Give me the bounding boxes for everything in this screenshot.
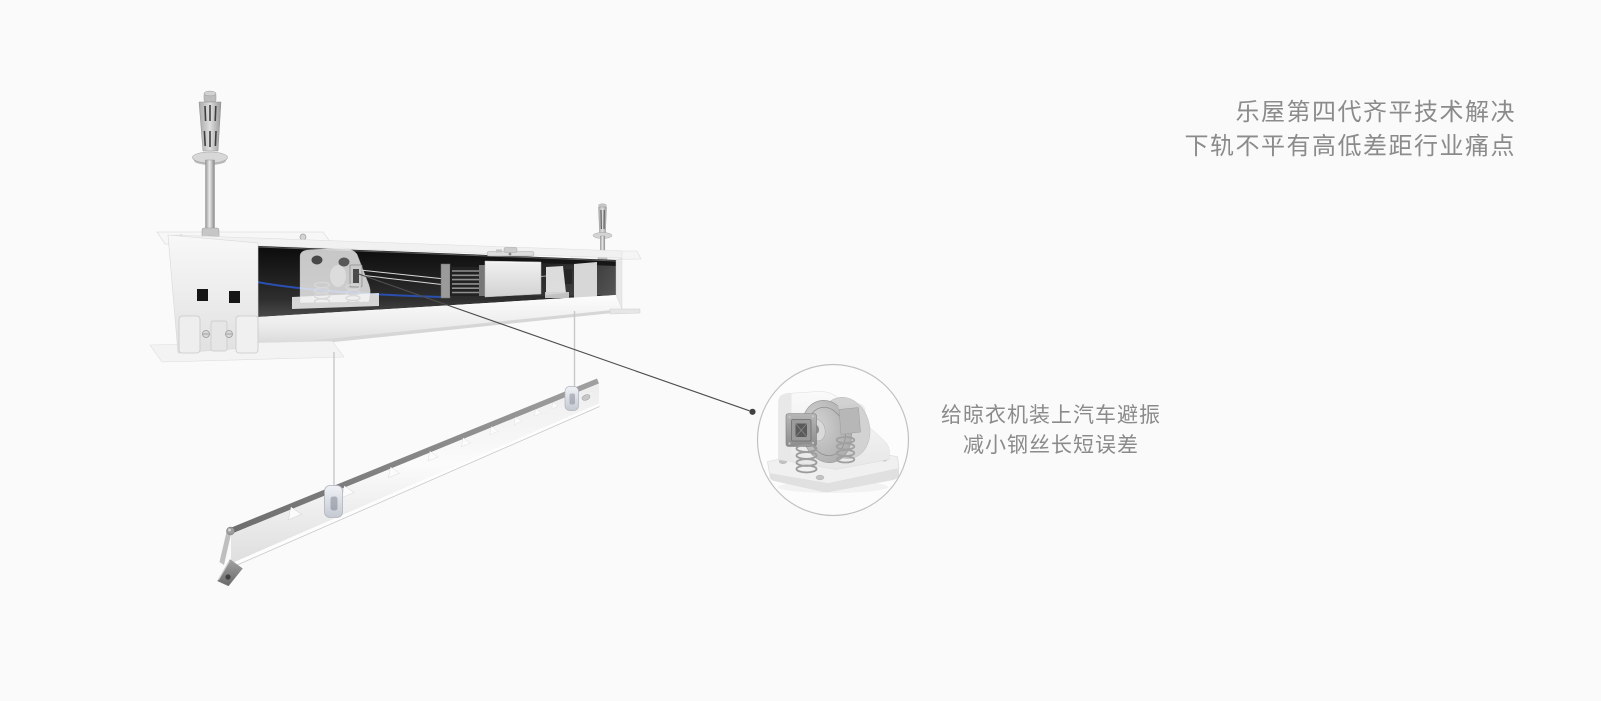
ceiling-track-illustration (149, 90, 642, 363)
expansion-bolt-left (192, 90, 228, 244)
guide-block-left (785, 413, 817, 447)
rod-endcap (217, 559, 243, 587)
rod-end-hole (581, 394, 591, 401)
rail-internals (256, 247, 597, 309)
damper-callout (756, 363, 910, 517)
rail-front-band (258, 295, 622, 346)
rod-face (231, 383, 599, 564)
rail-right-flange (609, 308, 641, 315)
damper-springs-small (313, 281, 361, 307)
rod-triangle-holes (288, 402, 559, 521)
damper-left-highlighted (292, 247, 379, 309)
leader-dot (749, 408, 756, 415)
damper-right (545, 262, 597, 300)
bolt-slots (203, 105, 217, 147)
motor-housing (484, 260, 542, 298)
drying-rod-illustration (217, 378, 600, 587)
headline-line1: 乐屋第四代齐平技术解决 (1235, 99, 1516, 126)
spring-left (795, 444, 818, 474)
guide-block-right (838, 403, 861, 435)
rail-left-endcap (149, 234, 345, 363)
rod-hanger-clip-left (324, 485, 343, 518)
callout-caption: 给晾衣机装上汽车避振 减小钢丝长短误差 (928, 401, 1174, 461)
damper-detail-illustration (767, 391, 900, 493)
rod-bottom-fold (231, 403, 600, 568)
top-latch (486, 247, 535, 257)
headline-line2: 下轨不平有高低差距行业痛点 (1184, 133, 1516, 160)
callout-caption-line2: 减小钢丝长短误差 (963, 434, 1139, 457)
interior-top-highlight (257, 246, 617, 262)
spring-right (835, 436, 856, 464)
suspension-wires (333, 311, 576, 489)
rod-left-edge (219, 532, 231, 565)
rail-bottom-lip (258, 309, 622, 350)
callout-caption-line1: 给晾衣机装上汽车避振 (941, 404, 1161, 427)
rod-hanger-clip-right (564, 386, 579, 411)
rod-top-lip (229, 378, 599, 534)
leader-line (352, 271, 756, 415)
wire-winder (440, 263, 485, 299)
headline: 乐屋第四代齐平技术解决 下轨不平有高低差距行业痛点 (1185, 96, 1517, 164)
